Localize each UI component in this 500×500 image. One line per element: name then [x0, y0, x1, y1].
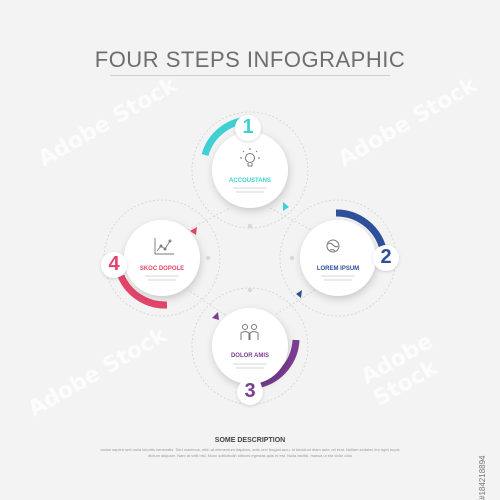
step-1-pointer	[283, 202, 289, 211]
step-3-number: 3	[244, 380, 256, 402]
step-2-label: LOREM IPSUM	[316, 266, 360, 272]
step-2-arc	[335, 209, 387, 251]
step-1-badge	[235, 115, 261, 141]
step-1-circle	[212, 132, 288, 208]
step-3-pointer	[212, 312, 219, 320]
step-4-badge	[101, 252, 127, 278]
connector-nodes	[205, 223, 295, 293]
step-4-pointer	[190, 227, 197, 235]
step-1-label: ACCOUSTANS	[229, 178, 271, 184]
step-2-circle	[300, 220, 376, 296]
step-placeholder-lines	[145, 187, 355, 369]
chart-icon	[154, 238, 174, 255]
step-4-circle	[124, 220, 200, 296]
people-icon	[240, 324, 259, 340]
step-4-arc	[117, 274, 168, 309]
step-4-label: SKOC DOPOLE	[139, 266, 185, 272]
step-2-number: 2	[380, 246, 392, 268]
lightbulb-icon	[240, 148, 260, 167]
title-divider	[110, 75, 390, 76]
globe-icon	[326, 239, 340, 253]
step-3-badge	[237, 379, 263, 405]
page-title: FOUR STEPS INFOGRAPHIC	[94, 47, 406, 72]
step-1-number: 1	[242, 116, 254, 138]
description-text: varius sapien sed nulla lobortis venenat…	[100, 447, 400, 458]
description-title: SOME DESCRIPTION	[214, 437, 286, 444]
step-3-label: DOLOR AMIS	[230, 353, 270, 359]
step-2-pointer	[296, 290, 302, 298]
step-4-number: 4	[108, 253, 120, 275]
stock-id: #184218894	[478, 455, 487, 500]
step-2-badge	[373, 245, 399, 271]
step-3-circle	[212, 308, 288, 384]
step-3-arc	[259, 339, 300, 388]
